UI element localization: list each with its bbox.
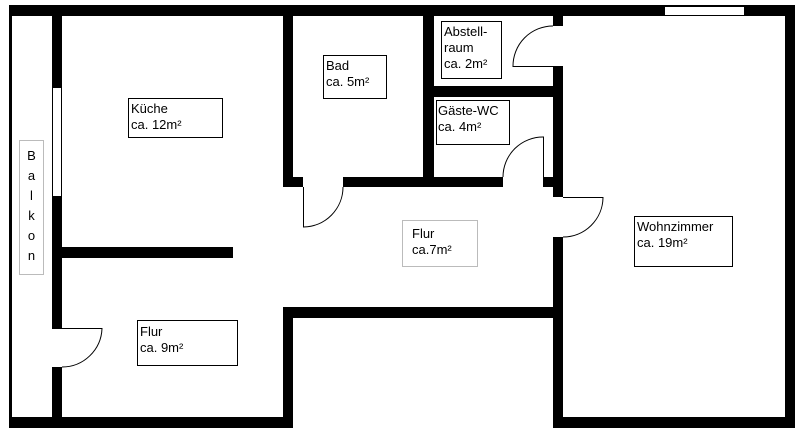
door-bad	[303, 186, 344, 228]
room-name: Gäste-WC	[438, 103, 499, 118]
wall-living-left-mid	[553, 66, 563, 197]
room-area: ca. 19m²	[637, 235, 688, 250]
wall-top	[9, 5, 795, 16]
room-name: Flur	[412, 226, 435, 241]
room-area: ca. 12m²	[131, 117, 182, 132]
balkon-letter: l	[30, 188, 33, 203]
door-wohnzimmer	[562, 197, 604, 238]
wall-kitchen-flur	[62, 247, 233, 258]
wall-living-left-top	[553, 16, 563, 26]
room-name: Wohnzimmer	[637, 219, 714, 234]
room-name: Küche	[131, 101, 168, 116]
room-area: ca. 4m²	[438, 119, 482, 134]
wall-kitchen-left-upper	[52, 16, 62, 87]
room-area: ca. 9m²	[140, 340, 184, 355]
room-label-abstellraum: Abstell- raum ca. 2m²	[441, 21, 502, 79]
room-label-balkon: B a l k o n	[19, 140, 44, 275]
window-top	[665, 7, 744, 15]
balkon-letter: n	[27, 248, 36, 263]
room-label-gaeste-wc: Gäste-WC ca. 4m²	[436, 100, 510, 145]
wall-flur-left-lower	[52, 367, 62, 417]
room-label-kueche: Küche ca. 12m²	[128, 98, 223, 138]
room-area: ca. 5m²	[326, 74, 370, 89]
room-name: Flur	[140, 324, 163, 339]
wall-abstell-bottom	[434, 86, 563, 97]
wall-bad-stub	[293, 177, 303, 187]
wall-flur-bottom	[283, 307, 563, 318]
room-label-bad: Bad ca. 5m²	[323, 55, 387, 99]
wall-outer-left	[9, 5, 12, 428]
room-label-flur-unten: Flur ca. 9m²	[137, 320, 238, 366]
wall-bottom-right	[553, 417, 795, 428]
door-abstellraum	[512, 25, 554, 67]
door-gaeste-wc	[502, 136, 544, 178]
wall-kitchen-bad	[283, 16, 293, 187]
room-name: raum	[444, 40, 474, 55]
door-balkon	[52, 328, 103, 368]
room-name: Abstell-	[444, 24, 488, 39]
wall-living-left-lower	[553, 237, 563, 428]
wall-bad-abstell	[423, 16, 434, 187]
room-area: ca. 2m²	[444, 56, 488, 71]
wall-kitchen-left-lower	[52, 196, 62, 328]
room-area: ca.7m²	[412, 242, 452, 257]
room-name: Bad	[326, 58, 350, 73]
wall-flur-lower-right	[283, 307, 293, 428]
room-label-wohnzimmer: Wohnzimmer ca. 19m²	[634, 216, 733, 267]
room-label-flur-mitte: Flur ca.7m²	[402, 220, 478, 267]
balkon-letter: a	[27, 168, 36, 183]
balkon-letter: B	[27, 148, 36, 163]
wall-outer-right	[785, 5, 795, 428]
balkon-letter: o	[27, 228, 36, 243]
wall-bottom-left	[9, 417, 293, 428]
balkon-letter: k	[28, 208, 35, 223]
